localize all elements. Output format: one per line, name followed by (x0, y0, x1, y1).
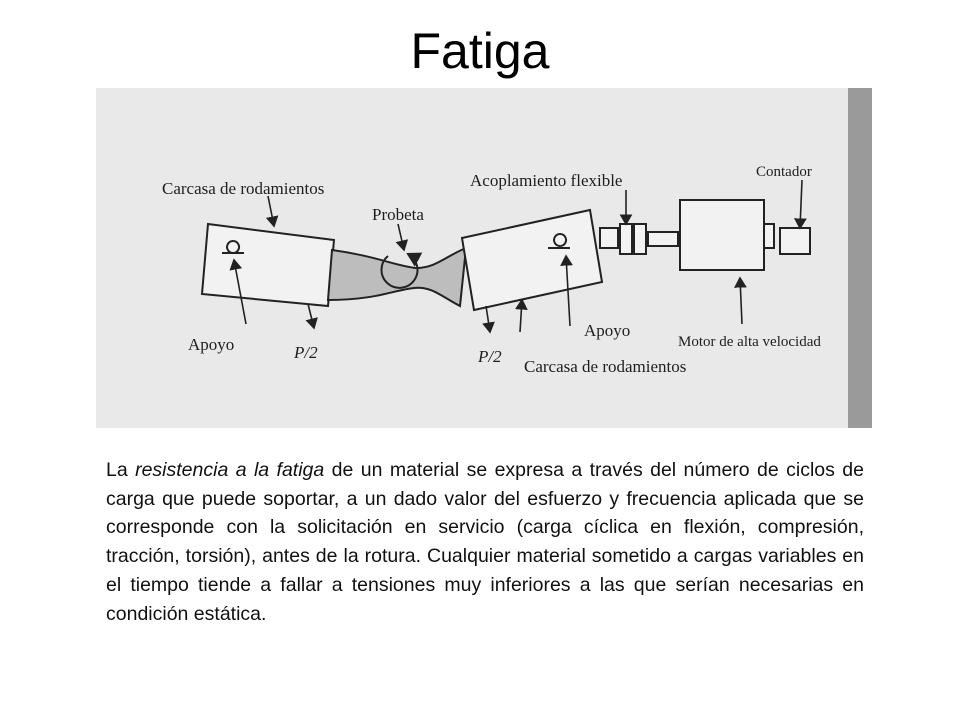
paragraph-start: La (106, 459, 136, 481)
label-carcasa-right: Carcasa de rodamientos (524, 357, 686, 376)
description-paragraph: La resistencia a la fatiga de un materia… (106, 456, 864, 628)
paragraph-rest: de un material se expresa a través del n… (106, 459, 864, 625)
label-probeta: Probeta (372, 205, 424, 224)
fatigue-test-diagram: Carcasa de rodamientos Probeta Acoplamie… (96, 88, 872, 428)
motor (679, 199, 811, 271)
scan-shadow (848, 88, 872, 428)
label-p2-left: P/2 (293, 343, 318, 362)
flexible-coupling (599, 223, 679, 255)
label-acoplamiento: Acoplamiento flexible (470, 171, 622, 190)
label-p2-right: P/2 (477, 347, 502, 366)
right-bearing-housing (460, 208, 604, 312)
left-bearing-housing (200, 222, 336, 308)
leader-arrows (229, 179, 807, 334)
label-carcasa-left: Carcasa de rodamientos (162, 179, 324, 198)
label-motor: Motor de alta velocidad (678, 334, 821, 350)
slide-title: Fatiga (410, 23, 550, 79)
label-apoyo-right: Apoyo (584, 321, 630, 340)
label-contador: Contador (756, 164, 812, 180)
diagram-canvas: Carcasa de rodamientos Probeta Acoplamie… (162, 88, 872, 428)
specimen (326, 246, 468, 308)
label-apoyo-left: Apoyo (188, 335, 234, 354)
emphasized-term: resistencia a la fatiga (135, 459, 325, 481)
